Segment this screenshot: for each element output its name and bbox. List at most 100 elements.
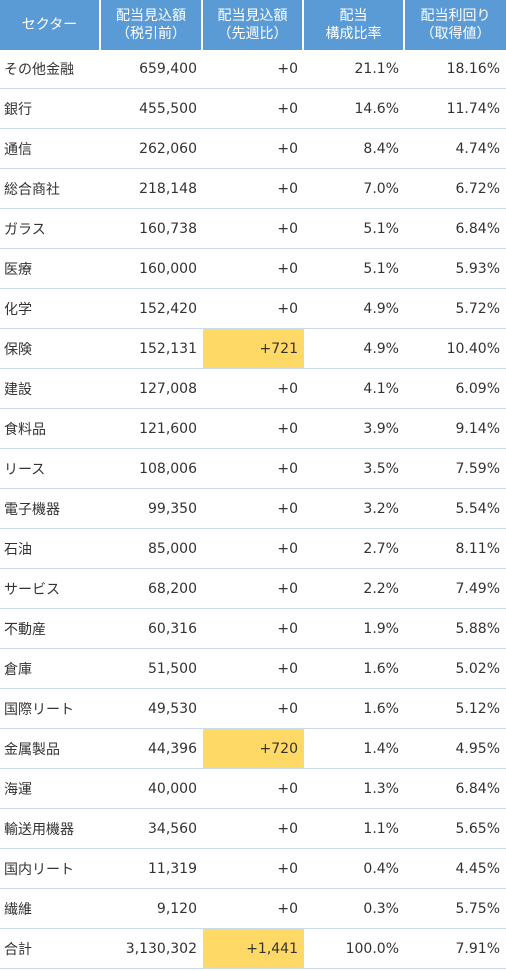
cell-change: +0	[203, 529, 304, 569]
cell-change: +0	[203, 889, 304, 929]
cell-ratio: 0.4%	[304, 849, 405, 889]
cell-change: +0	[203, 689, 304, 729]
cell-change: +0	[203, 449, 304, 489]
cell-change: +0	[203, 489, 304, 529]
cell-sector: 国際リート	[0, 689, 101, 729]
header-sector-label: セクター	[21, 17, 78, 33]
cell-ratio: 3.2%	[304, 489, 405, 529]
header-change-line1: 配当見込額	[217, 8, 288, 24]
cell-ratio: 3.5%	[304, 449, 405, 489]
cell-dividend: 262,060	[101, 129, 203, 169]
cell-dividend: 40,000	[101, 769, 203, 809]
header-ratio: 配当 構成比率	[304, 0, 405, 50]
cell-change: +0	[203, 369, 304, 409]
header-change-line2: （先週比）	[217, 26, 288, 42]
cell-dividend: 44,396	[101, 729, 203, 769]
cell-dividend: 121,600	[101, 409, 203, 449]
cell-dividend: 108,006	[101, 449, 203, 489]
cell-yield: 6.84%	[405, 209, 506, 249]
cell-dividend: 60,316	[101, 609, 203, 649]
cell-ratio: 4.9%	[304, 329, 405, 369]
cell-ratio: 1.6%	[304, 689, 405, 729]
cell-sector: 建設	[0, 369, 101, 409]
cell-dividend: 218,148	[101, 169, 203, 209]
cell-yield: 18.16%	[405, 50, 506, 89]
cell-yield: 5.12%	[405, 689, 506, 729]
cell-change: +0	[203, 409, 304, 449]
cell-change: +0	[203, 289, 304, 329]
cell-sector: 不動産	[0, 609, 101, 649]
cell-change: +0	[203, 769, 304, 809]
cell-sector: 石油	[0, 529, 101, 569]
cell-dividend: 3,130,302	[101, 929, 203, 969]
cell-yield: 7.59%	[405, 449, 506, 489]
cell-yield: 5.54%	[405, 489, 506, 529]
cell-sector: サービス	[0, 569, 101, 609]
cell-ratio: 4.1%	[304, 369, 405, 409]
cell-dividend: 152,420	[101, 289, 203, 329]
cell-ratio: 1.1%	[304, 809, 405, 849]
cell-yield: 6.72%	[405, 169, 506, 209]
cell-ratio: 5.1%	[304, 249, 405, 289]
cell-dividend: 11,319	[101, 849, 203, 889]
cell-sector: リース	[0, 449, 101, 489]
cell-dividend: 9,120	[101, 889, 203, 929]
cell-dividend: 160,738	[101, 209, 203, 249]
header-change: 配当見込額 （先週比）	[203, 0, 304, 50]
cell-ratio: 14.6%	[304, 89, 405, 129]
cell-dividend: 127,008	[101, 369, 203, 409]
cell-yield: 6.09%	[405, 369, 506, 409]
cell-yield: 9.14%	[405, 409, 506, 449]
header-yield-line1: 配当利回り	[420, 8, 491, 24]
cell-change: +0	[203, 129, 304, 169]
cell-change: +721	[203, 329, 304, 369]
cell-dividend: 51,500	[101, 649, 203, 689]
cell-yield: 5.93%	[405, 249, 506, 289]
cell-yield: 4.45%	[405, 849, 506, 889]
cell-yield: 5.65%	[405, 809, 506, 849]
header-dividend-line2: （税引前）	[116, 26, 186, 42]
cell-sector: 金属製品	[0, 729, 101, 769]
header-sector: セクター	[0, 0, 101, 50]
cell-ratio: 5.1%	[304, 209, 405, 249]
header-row: セクター 配当見込額 （税引前） 配当見込額 （先週比） 配当 構成比率 配当利…	[0, 0, 506, 50]
cell-yield: 4.95%	[405, 729, 506, 769]
cell-sector: 保険	[0, 329, 101, 369]
cell-ratio: 4.9%	[304, 289, 405, 329]
cell-ratio: 21.1%	[304, 50, 405, 89]
cell-sector: 医療	[0, 249, 101, 289]
cell-dividend: 152,131	[101, 329, 203, 369]
cell-dividend: 34,560	[101, 809, 203, 849]
cell-dividend: 455,500	[101, 89, 203, 129]
header-ratio-line1: 配当	[339, 8, 368, 24]
header-dividend-line1: 配当見込額	[116, 8, 186, 24]
cell-yield: 4.74%	[405, 129, 506, 169]
cell-sector: 繊維	[0, 889, 101, 929]
cell-ratio: 7.0%	[304, 169, 405, 209]
cell-ratio: 2.7%	[304, 529, 405, 569]
cell-change: +1,441	[203, 929, 304, 969]
cell-sector: 銀行	[0, 89, 101, 129]
header-ratio-line2: 構成比率	[325, 26, 382, 42]
cell-change: +0	[203, 169, 304, 209]
cell-yield: 5.72%	[405, 289, 506, 329]
cell-change: +0	[203, 809, 304, 849]
cell-dividend: 49,530	[101, 689, 203, 729]
cell-sector: その他金融	[0, 50, 101, 89]
